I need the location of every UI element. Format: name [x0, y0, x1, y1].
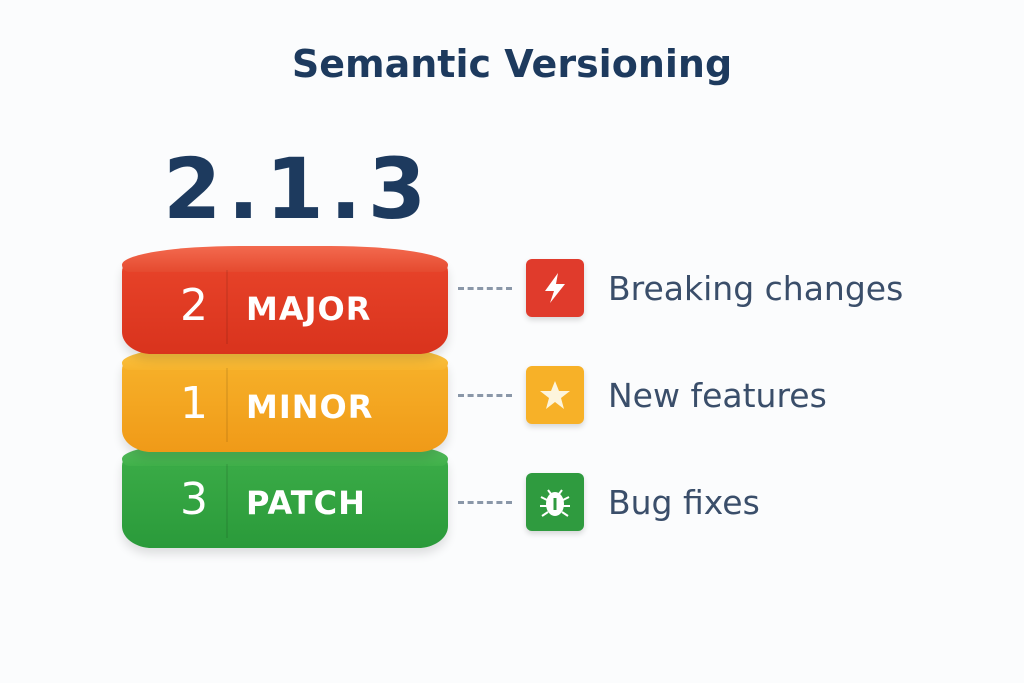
lightning-icon [526, 259, 584, 317]
connector-line [458, 286, 512, 290]
connector-line [458, 393, 512, 397]
major-description: Breaking changes [608, 268, 904, 308]
minor-label: MINOR [246, 388, 374, 426]
bug-icon [526, 473, 584, 531]
diagram-title: Semantic Versioning [291, 42, 733, 86]
patch-number: 3 [180, 474, 208, 525]
version-number: 2.1.3 [163, 140, 433, 238]
major-label: MAJOR [246, 290, 372, 328]
major-legend: Breaking changes [458, 258, 903, 318]
minor-legend: New features [458, 365, 827, 425]
major-layer: 2 MAJOR [122, 246, 448, 354]
patch-description: Bug fixes [608, 482, 760, 522]
patch-legend: Bug fixes [458, 472, 760, 532]
major-number: 2 [180, 280, 208, 331]
patch-label: PATCH [246, 484, 366, 522]
minor-description: New features [608, 375, 827, 415]
minor-layer: 1 MINOR [122, 344, 448, 452]
minor-number: 1 [180, 378, 208, 429]
star-icon [526, 366, 584, 424]
patch-layer: 3 PATCH [122, 440, 448, 548]
connector-line [458, 500, 512, 504]
